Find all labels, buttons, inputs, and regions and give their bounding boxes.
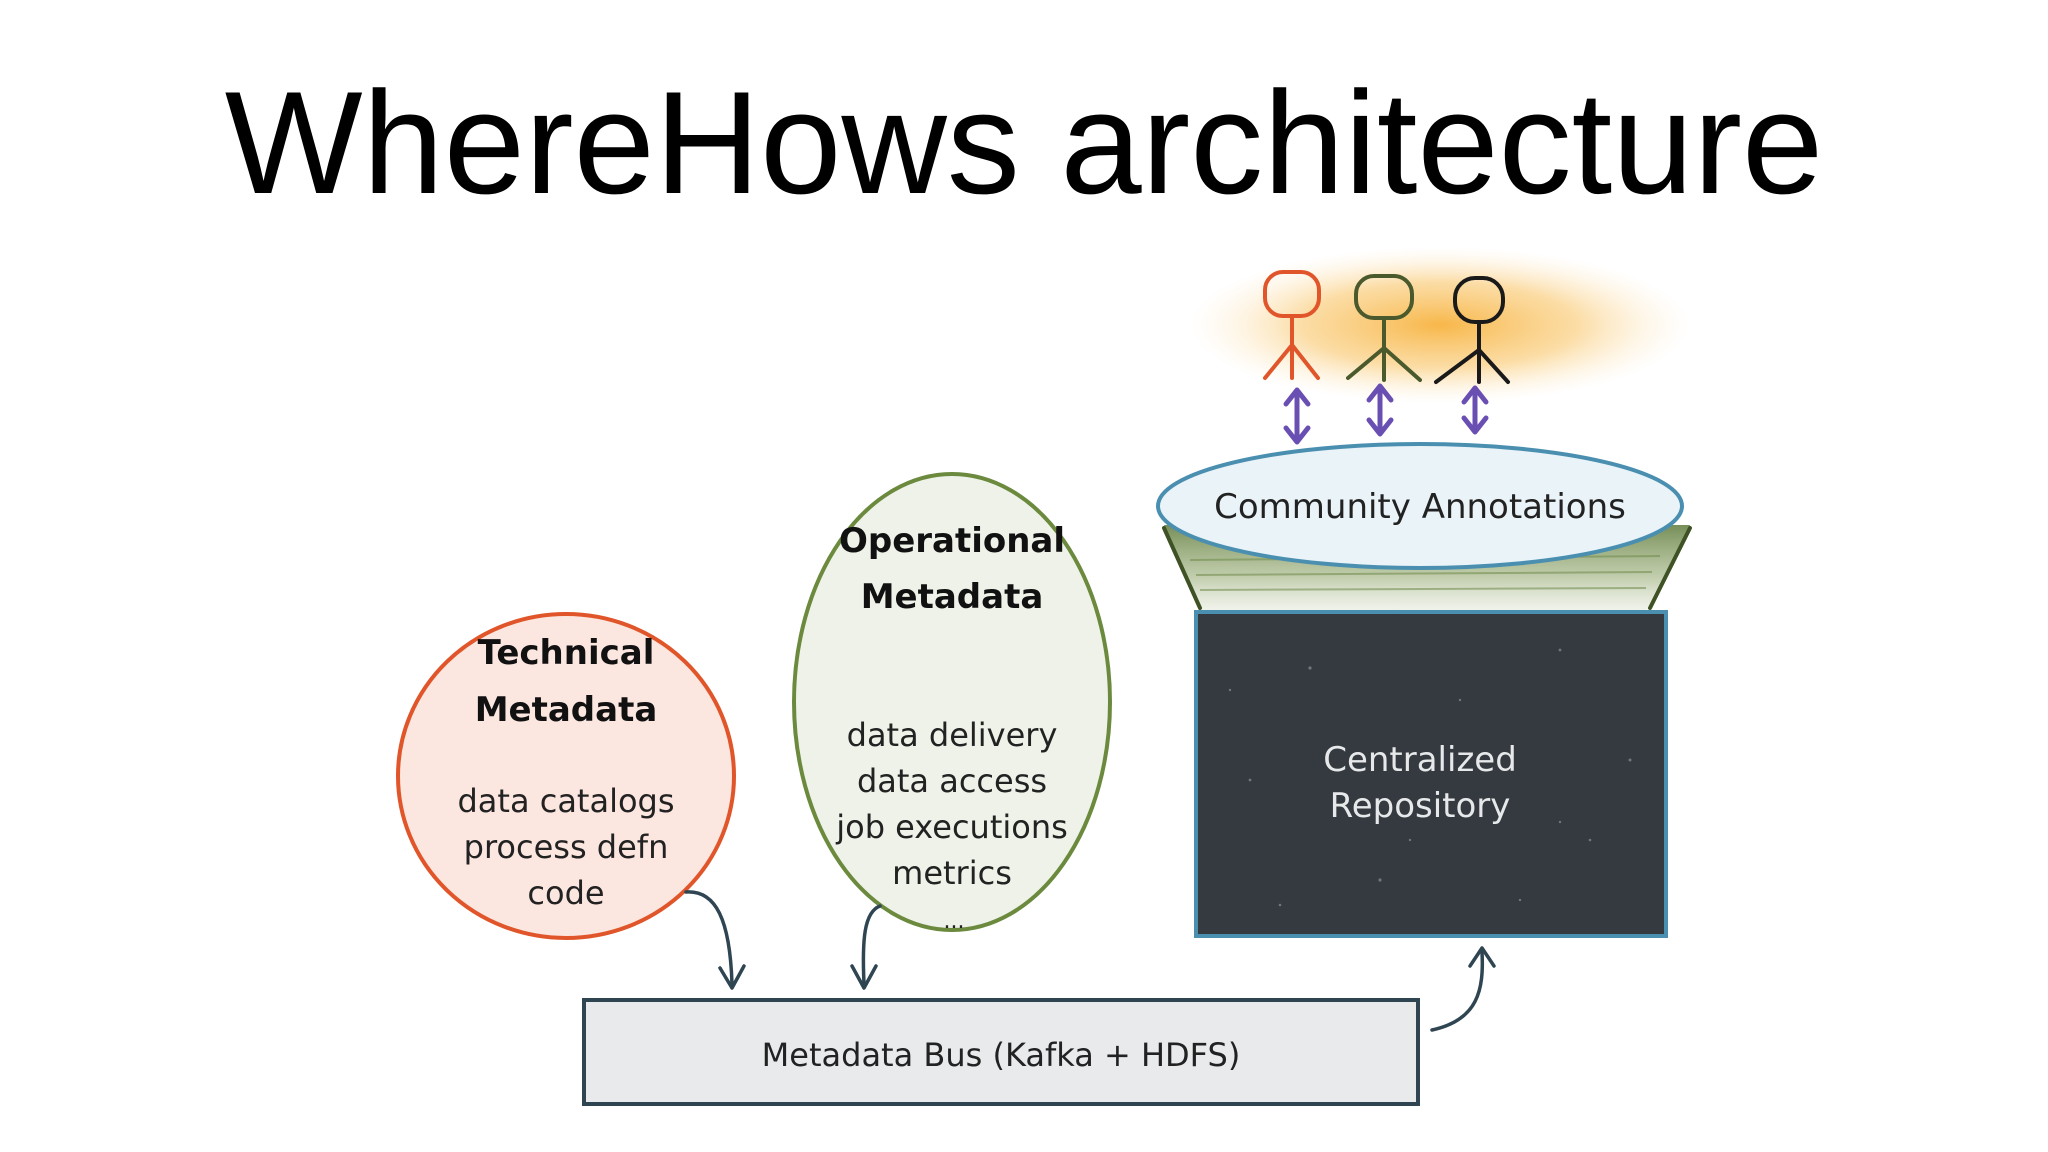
metadata-bus-box	[582, 998, 1420, 1106]
slide-title: WhereHows architecture	[224, 61, 1824, 224]
technical-item: code	[527, 874, 604, 912]
operational-item: data delivery	[847, 716, 1058, 754]
technical-item: process defn	[464, 828, 669, 866]
repository-box	[1194, 610, 1668, 938]
double-arrow-icon	[1461, 385, 1489, 435]
technical-metadata-circle	[396, 612, 736, 940]
repository-label-line2: Repository	[1330, 786, 1511, 826]
double-arrow-icon	[1283, 387, 1311, 445]
centralized-repository: Centralized Repository	[1194, 610, 1668, 938]
metadata-bus: Metadata Bus (Kafka + HDFS)	[582, 998, 1420, 1106]
operational-heading-line2: Metadata	[861, 577, 1044, 617]
arrow-icon	[850, 904, 882, 990]
arrow-icon	[684, 890, 746, 990]
user-orange-icon	[1263, 270, 1321, 380]
operational-item: data access	[857, 762, 1047, 800]
user-black-icon	[1434, 276, 1510, 384]
technical-metadata: Technical Metadata data catalogs process…	[396, 612, 736, 940]
operational-metadata-ellipse	[792, 472, 1112, 932]
repository-label-line1: Centralized	[1323, 740, 1517, 780]
operational-item: job executions	[835, 808, 1068, 846]
operational-heading-line1: Operational	[839, 521, 1065, 561]
technical-item: data catalogs	[457, 782, 674, 820]
user-green-icon	[1346, 274, 1422, 382]
double-arrow-icon	[1366, 383, 1394, 437]
users-glow	[1190, 247, 1690, 403]
community-users	[1190, 247, 1690, 445]
operational-ellipsis: ...	[944, 909, 965, 934]
technical-heading-line2: Metadata	[475, 690, 658, 730]
operational-metadata: Operational Metadata data delivery data …	[792, 472, 1112, 934]
community-annotations-label: Community Annotations	[1214, 487, 1626, 527]
arrow-icon	[1430, 946, 1496, 1032]
community-funnel: Community Annotations	[1156, 442, 1692, 612]
operational-item: metrics	[892, 854, 1012, 892]
metadata-bus-label: Metadata Bus (Kafka + HDFS)	[762, 1036, 1241, 1074]
technical-heading-line1: Technical	[478, 633, 655, 673]
community-annotations-ellipse	[1156, 442, 1684, 570]
